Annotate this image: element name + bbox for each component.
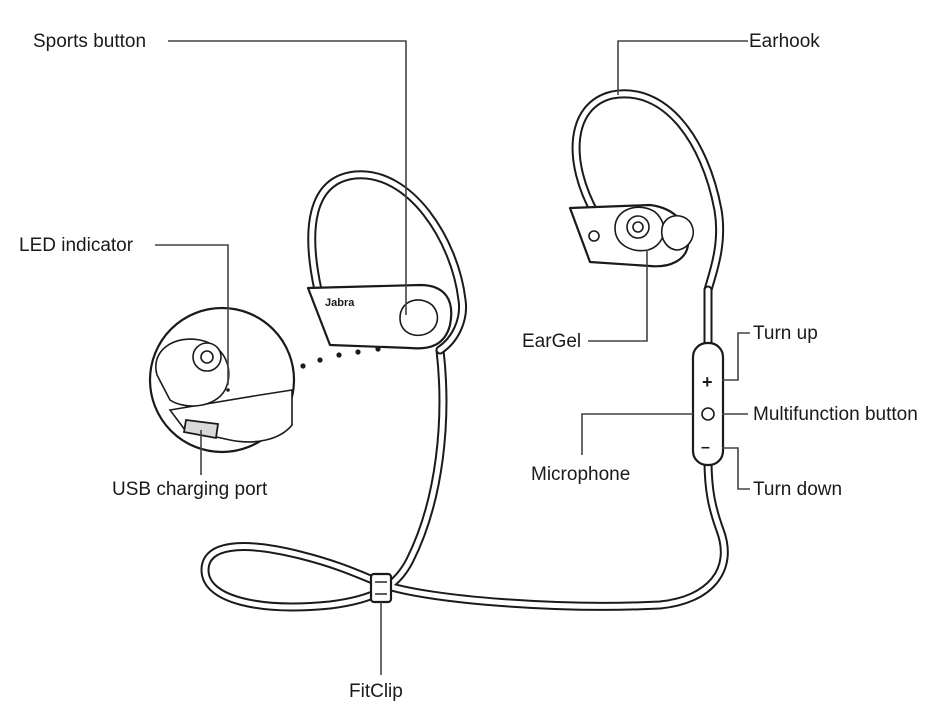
label-turn-up: Turn up — [753, 323, 818, 344]
label-led-indicator: LED indicator — [19, 235, 134, 256]
brand-jabra: Jabra — [325, 297, 355, 309]
label-fitclip: FitClip — [349, 681, 403, 702]
remote-control — [691, 341, 725, 467]
left-earbud — [306, 170, 468, 355]
fitclip — [369, 572, 393, 604]
zoom-dots — [300, 346, 381, 369]
label-multifunction-button: Multifunction button — [753, 404, 918, 425]
right-earbud — [568, 89, 725, 295]
label-usb-charging-port: USB charging port — [112, 479, 268, 500]
minus-symbol: – — [701, 439, 710, 456]
label-turn-down: Turn down — [753, 479, 843, 500]
label-eargel: EarGel — [522, 331, 582, 352]
zoom-detail — [148, 306, 296, 454]
leader-lines — [155, 40, 750, 675]
label-earhook: Earhook — [749, 31, 820, 52]
label-sports-button: Sports button — [33, 31, 147, 52]
plus-symbol: + — [702, 372, 713, 392]
cable — [200, 345, 729, 612]
label-microphone: Microphone — [531, 464, 631, 485]
